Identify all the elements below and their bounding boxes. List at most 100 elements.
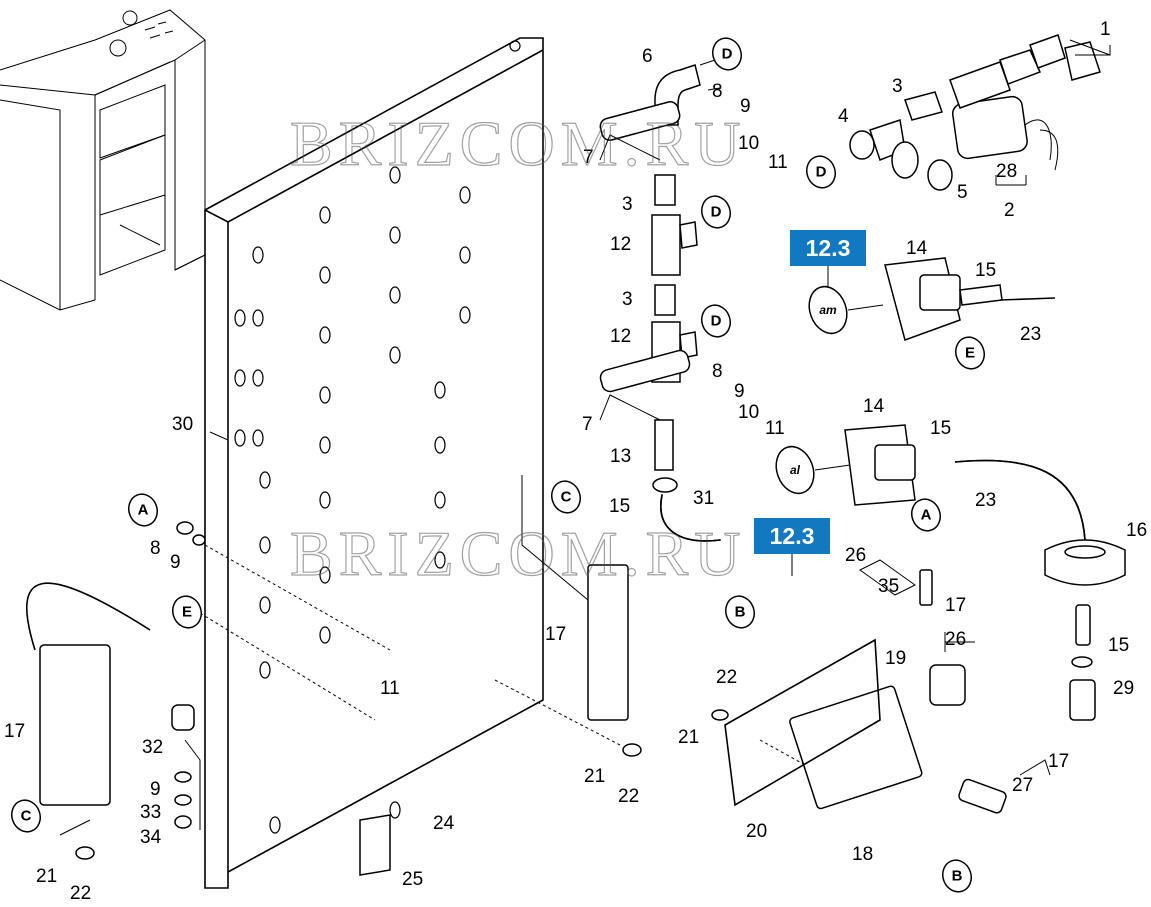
callout-2: 2	[1004, 200, 1015, 221]
callout-15: 15	[975, 260, 996, 281]
callout-11: 11	[765, 418, 785, 439]
callout-9: 9	[170, 552, 181, 573]
panel-hole	[252, 369, 264, 387]
panel-holes	[234, 166, 471, 834]
callout-16: 16	[1126, 520, 1147, 541]
tag-am: am	[808, 285, 884, 335]
svg-text:D: D	[722, 46, 733, 63]
panel-hole	[389, 166, 401, 184]
letter-marker-d: D	[701, 195, 731, 229]
panel-hole	[252, 309, 264, 327]
cabinet-overview	[0, 9, 206, 311]
callout-32: 32	[142, 737, 163, 758]
callout-26: 26	[845, 545, 866, 566]
reference-badge: 12.3	[790, 230, 866, 288]
watermark: BRIZCOM.RU	[290, 108, 747, 179]
callout-9: 9	[740, 96, 751, 117]
panel-hole	[269, 816, 281, 834]
callout-15: 15	[930, 418, 951, 439]
svg-text:E: E	[182, 604, 192, 621]
svg-text:am: am	[819, 303, 837, 317]
svg-text:A: A	[921, 507, 932, 524]
panel-hole	[319, 386, 331, 404]
panel-hole	[259, 471, 271, 489]
solenoid-valve-assembly	[849, 34, 1101, 191]
callout-33: 33	[140, 802, 161, 823]
panel-hole	[389, 801, 401, 819]
callout-6: 6	[642, 46, 653, 67]
callout-13: 13	[610, 446, 631, 467]
panel-hole	[434, 436, 446, 454]
callout-8: 8	[150, 538, 161, 559]
callout-12: 12	[610, 326, 631, 347]
callout-19: 19	[885, 648, 906, 669]
panel-hole	[319, 566, 331, 584]
letter-marker-b: B	[725, 595, 755, 629]
callout-22: 22	[70, 883, 91, 904]
callout-22: 22	[716, 667, 737, 688]
svg-text:C: C	[21, 808, 32, 825]
panel-hole	[259, 596, 271, 614]
panel-hole	[259, 536, 271, 554]
callout-10: 10	[738, 402, 759, 423]
letter-marker-e: E	[172, 595, 202, 629]
manifolds	[26, 564, 1007, 814]
panel-hole	[319, 206, 331, 224]
panel-hole	[389, 346, 401, 364]
panel-hole	[459, 306, 471, 324]
callout-35: 35	[878, 576, 899, 597]
callout-11: 11	[768, 152, 788, 173]
callout-21: 21	[678, 727, 699, 748]
panel-hole	[259, 661, 271, 679]
callout-7: 7	[582, 414, 593, 435]
svg-text:B: B	[952, 868, 963, 885]
callout-28: 28	[996, 161, 1017, 182]
callout-17: 17	[945, 595, 966, 616]
svg-text:al: al	[790, 463, 801, 477]
letter-marker-d: D	[712, 37, 742, 71]
svg-text:12.3: 12.3	[806, 235, 851, 261]
callout-25: 25	[402, 869, 423, 890]
callout-7: 7	[583, 147, 594, 168]
letter-marker-d: D	[806, 155, 836, 189]
watermark: BRIZCOM.RU	[290, 518, 747, 589]
callout-27: 27	[1012, 775, 1033, 796]
callout-26: 26	[945, 629, 966, 650]
callout-17: 17	[4, 721, 25, 742]
callout-12: 12	[610, 234, 631, 255]
central-fittings	[599, 64, 721, 542]
letter-marker-a: A	[128, 493, 158, 527]
panel-hole	[234, 429, 246, 447]
callout-34: 34	[140, 827, 162, 848]
panel-hole	[319, 266, 331, 284]
callout-8: 8	[712, 361, 723, 382]
callout-9: 9	[150, 779, 161, 800]
letter-marker-c: C	[551, 480, 581, 514]
mounting-panel	[204, 37, 544, 889]
svg-text:E: E	[965, 345, 975, 362]
letter-marker-c: C	[11, 799, 41, 833]
callout-9: 9	[734, 381, 745, 402]
panel-hole	[389, 286, 401, 304]
callout-5: 5	[957, 182, 968, 203]
pressure-switches	[844, 257, 1126, 721]
panel-hole	[434, 551, 446, 569]
callout-23: 23	[975, 490, 996, 511]
callout-10: 10	[738, 133, 759, 154]
callout-15: 15	[1108, 635, 1129, 656]
callout-11: 11	[380, 678, 400, 699]
callout-15: 15	[609, 496, 630, 517]
panel-hole	[434, 491, 446, 509]
callout-4: 4	[838, 106, 849, 127]
callout-29: 29	[1113, 678, 1134, 699]
panel-hole	[389, 226, 401, 244]
callout-3: 3	[622, 289, 633, 310]
panel-hole	[252, 246, 264, 264]
panel-hole	[252, 429, 264, 447]
callout-23: 23	[1020, 324, 1041, 345]
svg-text:C: C	[561, 489, 572, 506]
reference-badges: 12.312.3	[754, 230, 866, 576]
callout-21: 21	[36, 866, 57, 887]
